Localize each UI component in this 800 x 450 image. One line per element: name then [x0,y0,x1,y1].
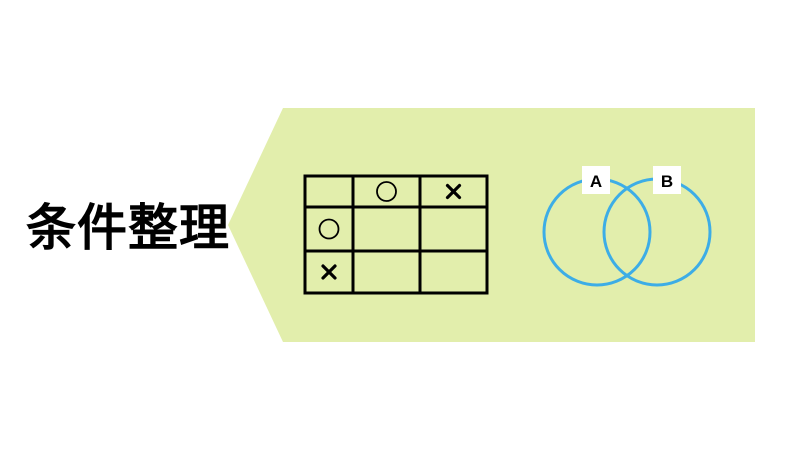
cross-mark: × [321,264,337,280]
venn-label-a: A [590,172,602,191]
venn-label-a-box [582,166,610,194]
circle-mark: ○ [318,218,340,240]
venn-label-b-box [653,166,681,194]
cross-mark: × [445,183,462,200]
circle-mark: ○ [376,181,397,202]
venn-label-b: B [661,172,673,191]
slide-title: 条件整理 [26,199,230,257]
venn-diagram: A B [542,166,712,287]
highlight-panel [228,108,755,342]
condition-table: ○ × ○ × [303,174,489,295]
